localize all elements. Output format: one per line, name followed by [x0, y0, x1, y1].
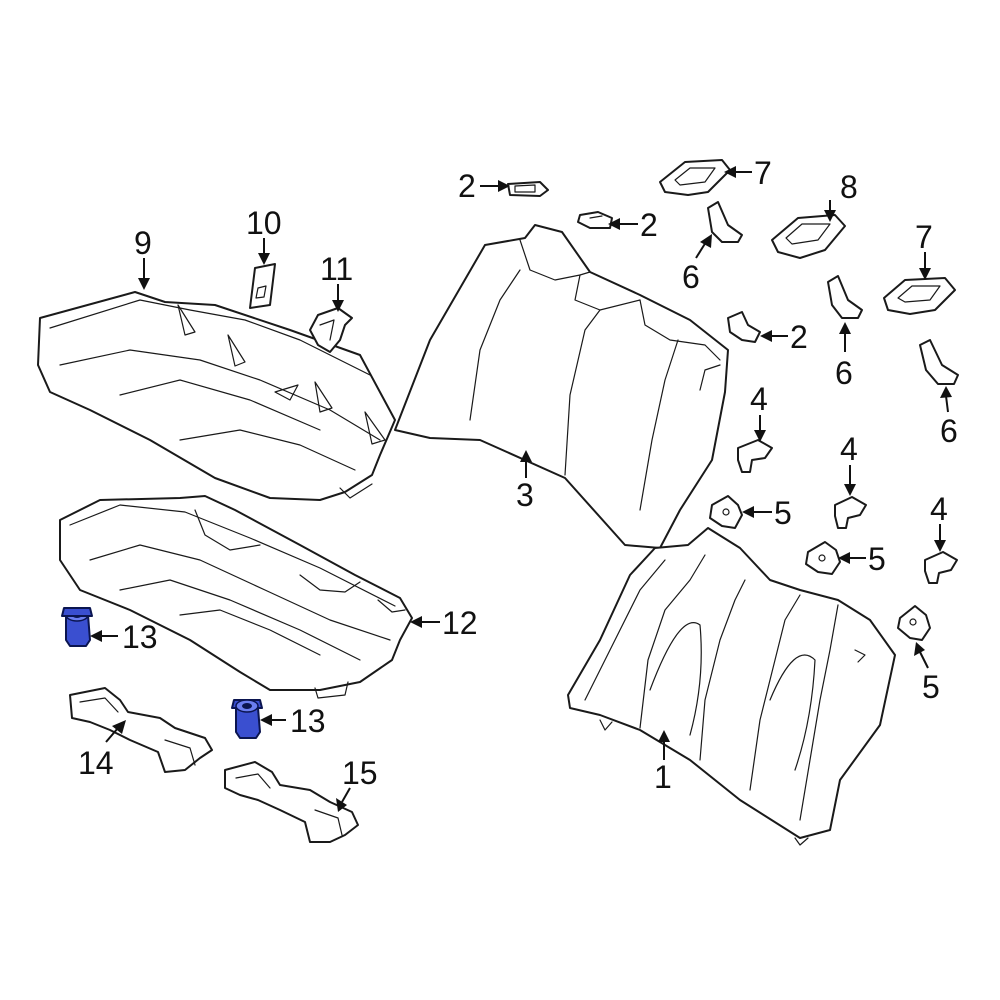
part-6-bracket-b	[827, 275, 863, 319]
callout-14-label: 14	[78, 745, 114, 781]
callout-9-label: 9	[134, 225, 152, 261]
callout-8: 8	[824, 169, 858, 222]
callout-6c-label: 6	[940, 413, 958, 449]
callout-3: 3	[516, 450, 534, 513]
callout-6a: 6	[682, 234, 712, 295]
part-3-seat-back-cover	[394, 224, 729, 549]
part-5-hinge-c	[897, 605, 931, 641]
callout-5c: 5	[914, 642, 940, 705]
callout-4c-label: 4	[930, 491, 948, 527]
part-6-bracket-c	[919, 339, 959, 385]
callout-5c-label: 5	[922, 669, 940, 705]
callout-1: 1	[654, 730, 672, 795]
part-2-guide-mid	[577, 211, 613, 229]
callout-10: 10	[246, 205, 282, 265]
part-15-bracket-rail	[224, 761, 359, 843]
callout-2a-label: 2	[458, 168, 476, 204]
callout-15: 15	[336, 755, 378, 812]
part-6-bracket-a	[707, 201, 743, 243]
callout-4b: 4	[840, 431, 858, 496]
callout-5b-label: 5	[868, 541, 886, 577]
part-12-seat-cushion-pad	[59, 495, 413, 699]
callout-2c: 2	[760, 319, 808, 355]
callout-7a-label: 7	[754, 155, 772, 191]
callout-4a-label: 4	[750, 381, 768, 417]
callout-5a-label: 5	[774, 495, 792, 531]
callouts: 1 2 2 2 3 4	[78, 155, 958, 812]
callout-7b: 7	[915, 219, 933, 280]
callout-2c-label: 2	[790, 319, 808, 355]
callout-6b: 6	[835, 322, 853, 391]
callout-15-label: 15	[342, 755, 378, 791]
callout-7b-label: 7	[915, 219, 933, 255]
callout-7a: 7	[724, 155, 772, 191]
part-7-latch-cover-top	[659, 159, 731, 196]
callout-12-label: 12	[442, 605, 478, 641]
callout-12: 12	[410, 605, 478, 641]
callout-4b-label: 4	[840, 431, 858, 467]
callout-5b: 5	[838, 541, 886, 577]
callout-3-label: 3	[516, 477, 534, 513]
callout-10-label: 10	[246, 205, 282, 241]
callout-2a: 2	[458, 168, 510, 204]
part-13-bushing-left	[61, 607, 93, 647]
callout-11-label: 11	[320, 251, 353, 287]
part-2-guide-lower	[727, 311, 761, 343]
callout-14: 14	[78, 720, 126, 781]
part-5-hinge-a	[709, 495, 743, 529]
part-8-latch-cover	[771, 214, 846, 259]
callout-2b-label: 2	[640, 207, 658, 243]
callout-11: 11	[320, 251, 353, 312]
part-4-clip-b	[834, 496, 867, 529]
part-1-seat-back-frame	[567, 527, 896, 846]
callout-4c: 4	[930, 491, 948, 552]
part-13-bushing-right	[231, 699, 263, 739]
part-10-trim-panel	[249, 263, 276, 309]
part-4-clip-a	[737, 439, 773, 473]
callout-13a: 13	[90, 619, 158, 655]
part-9-seat-cushion-cover	[37, 291, 396, 501]
part-4-clip-c	[924, 551, 958, 584]
part-5-hinge-b	[805, 541, 841, 575]
part-11-bracket	[309, 307, 353, 353]
callout-6b-label: 6	[835, 355, 853, 391]
part-2-guide-top	[507, 181, 549, 197]
callout-6c: 6	[940, 386, 958, 449]
part-7-latch-cover-right	[883, 277, 956, 315]
callout-13b: 13	[260, 703, 326, 739]
part-14-bracket-rail	[69, 687, 213, 773]
callout-4a: 4	[750, 381, 768, 442]
callout-13b-label: 13	[290, 703, 326, 739]
callout-13a-label: 13	[122, 619, 158, 655]
callout-2b: 2	[608, 207, 658, 243]
callout-5a: 5	[742, 495, 792, 531]
callout-6a-label: 6	[682, 259, 700, 295]
callout-8-label: 8	[840, 169, 858, 205]
callout-1-label: 1	[654, 759, 672, 795]
callout-9: 9	[134, 225, 152, 290]
